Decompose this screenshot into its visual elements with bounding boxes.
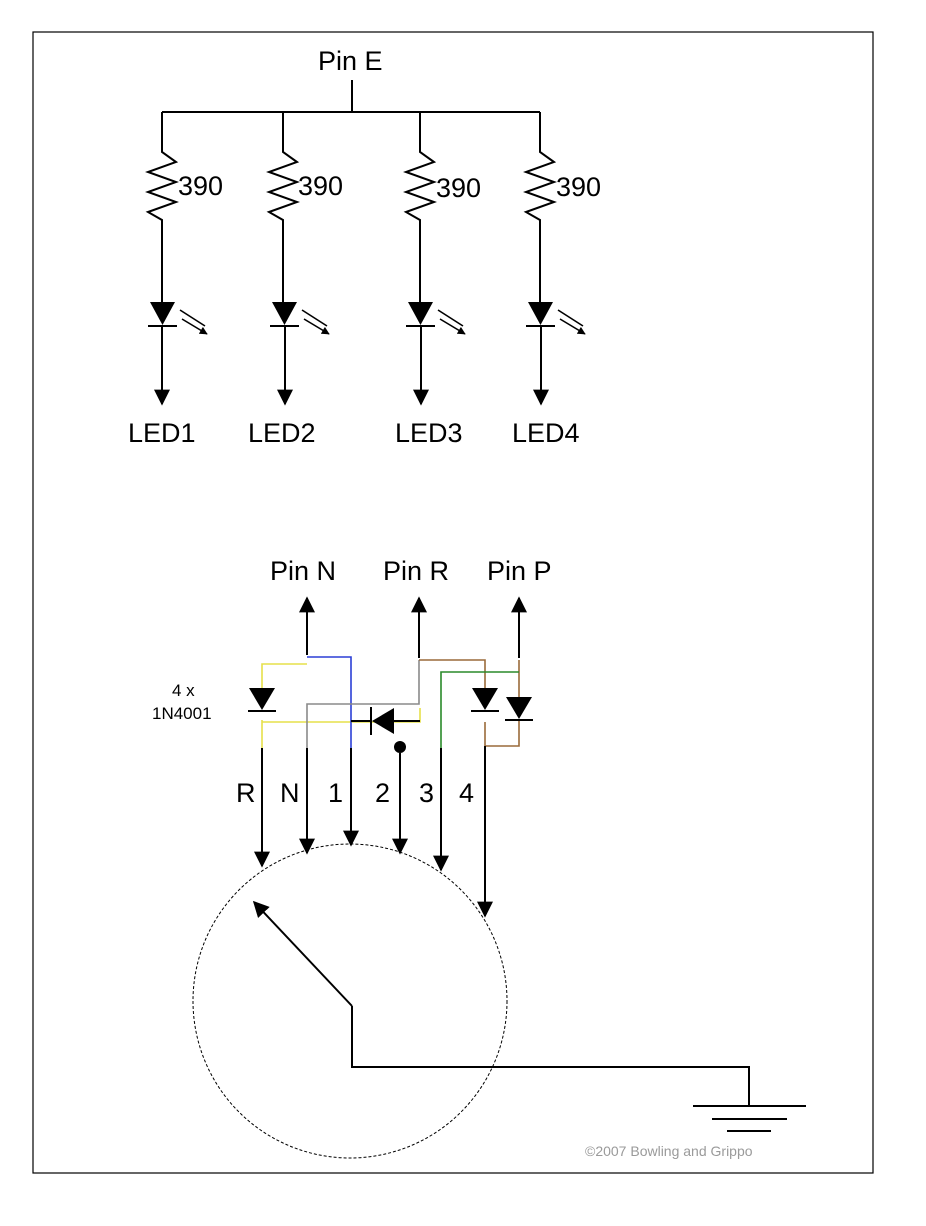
position-n-label: N [280,778,300,808]
led-2-symbol [272,302,297,325]
pin-p-label: Pin P [487,556,552,586]
wire-yellow [261,663,421,748]
wire-green [440,671,519,748]
led-4-symbol [528,302,553,325]
diode-part-label: 1N4001 [152,704,212,723]
resistor-3-label: 390 [436,173,481,203]
supply-bus [162,80,540,113]
pin-n-label: Pin N [270,556,336,586]
copyright-text: ©2007 Bowling and Grippo [585,1143,753,1159]
led-4-label: LED4 [512,418,580,448]
position-1-label: 1 [328,778,343,808]
led-3-label: LED3 [395,418,463,448]
position-r-label: R [236,778,256,808]
rotary-switch-body [192,843,508,1159]
led-branch-1: 390 LED1 [128,112,223,448]
position-2-junction [394,741,406,753]
position-2-label: 2 [375,778,390,808]
led-1-symbol [150,302,175,325]
pin-e-label: Pin E [318,46,383,76]
resistor-1-label: 390 [178,171,223,201]
diode-4 [505,697,533,721]
diagram-border [32,31,874,1174]
led-3-symbol [408,302,433,325]
diode-2 [351,707,420,735]
pin-r-label: Pin R [383,556,449,586]
led-2-label: LED2 [248,418,316,448]
diode-3 [471,688,499,712]
wire-gray [306,660,420,748]
led-1-label: LED1 [128,418,196,448]
resistor-4-label: 390 [556,172,601,202]
led-branch-4: 390 LED4 [512,112,601,448]
rotary-switch-wiper [252,900,353,1007]
diode-count-label: 4 x [172,681,195,700]
wire-brown [419,659,520,747]
ground-wire [351,1006,750,1106]
led-branch-2: 390 LED2 [248,112,343,448]
wire-blue [307,656,352,748]
ground-icon [693,1105,806,1132]
diode-1 [248,688,276,712]
position-3-label: 3 [419,778,434,808]
resistor-2-label: 390 [298,171,343,201]
position-4-label: 4 [459,778,474,808]
led-branch-3: 390 LED3 [395,112,481,448]
